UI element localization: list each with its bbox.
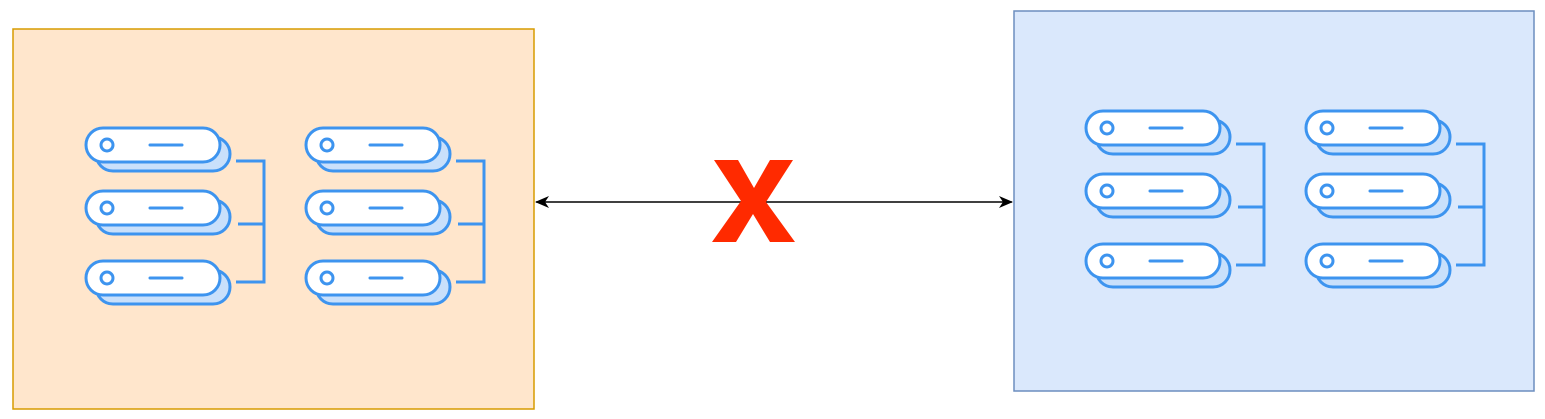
server-icon [1084,242,1232,289]
right-cluster[interactable] [1013,10,1535,392]
server-icon [1304,109,1452,156]
server-rack-icon [84,126,266,306]
left-cluster[interactable] [12,28,535,410]
server-icon [1084,109,1232,156]
server-icon [1304,242,1452,289]
server-icon [84,259,232,306]
server-icon [1304,172,1452,219]
server-icon [304,259,452,306]
server-icon [1084,172,1232,219]
server-rack-icon [304,126,486,306]
server-rack-icon [1304,109,1486,289]
server-icon [84,126,232,173]
rack-bracket [1236,142,1266,267]
rack-bracket [1456,142,1486,267]
x-mark-icon [712,160,795,242]
right-server-group [1084,109,1486,289]
rack-bracket [236,159,266,284]
rack-bracket [456,159,486,284]
server-icon [304,189,452,236]
left-server-group [84,126,486,306]
server-rack-icon [1084,109,1266,289]
server-icon [84,189,232,236]
server-icon [304,126,452,173]
